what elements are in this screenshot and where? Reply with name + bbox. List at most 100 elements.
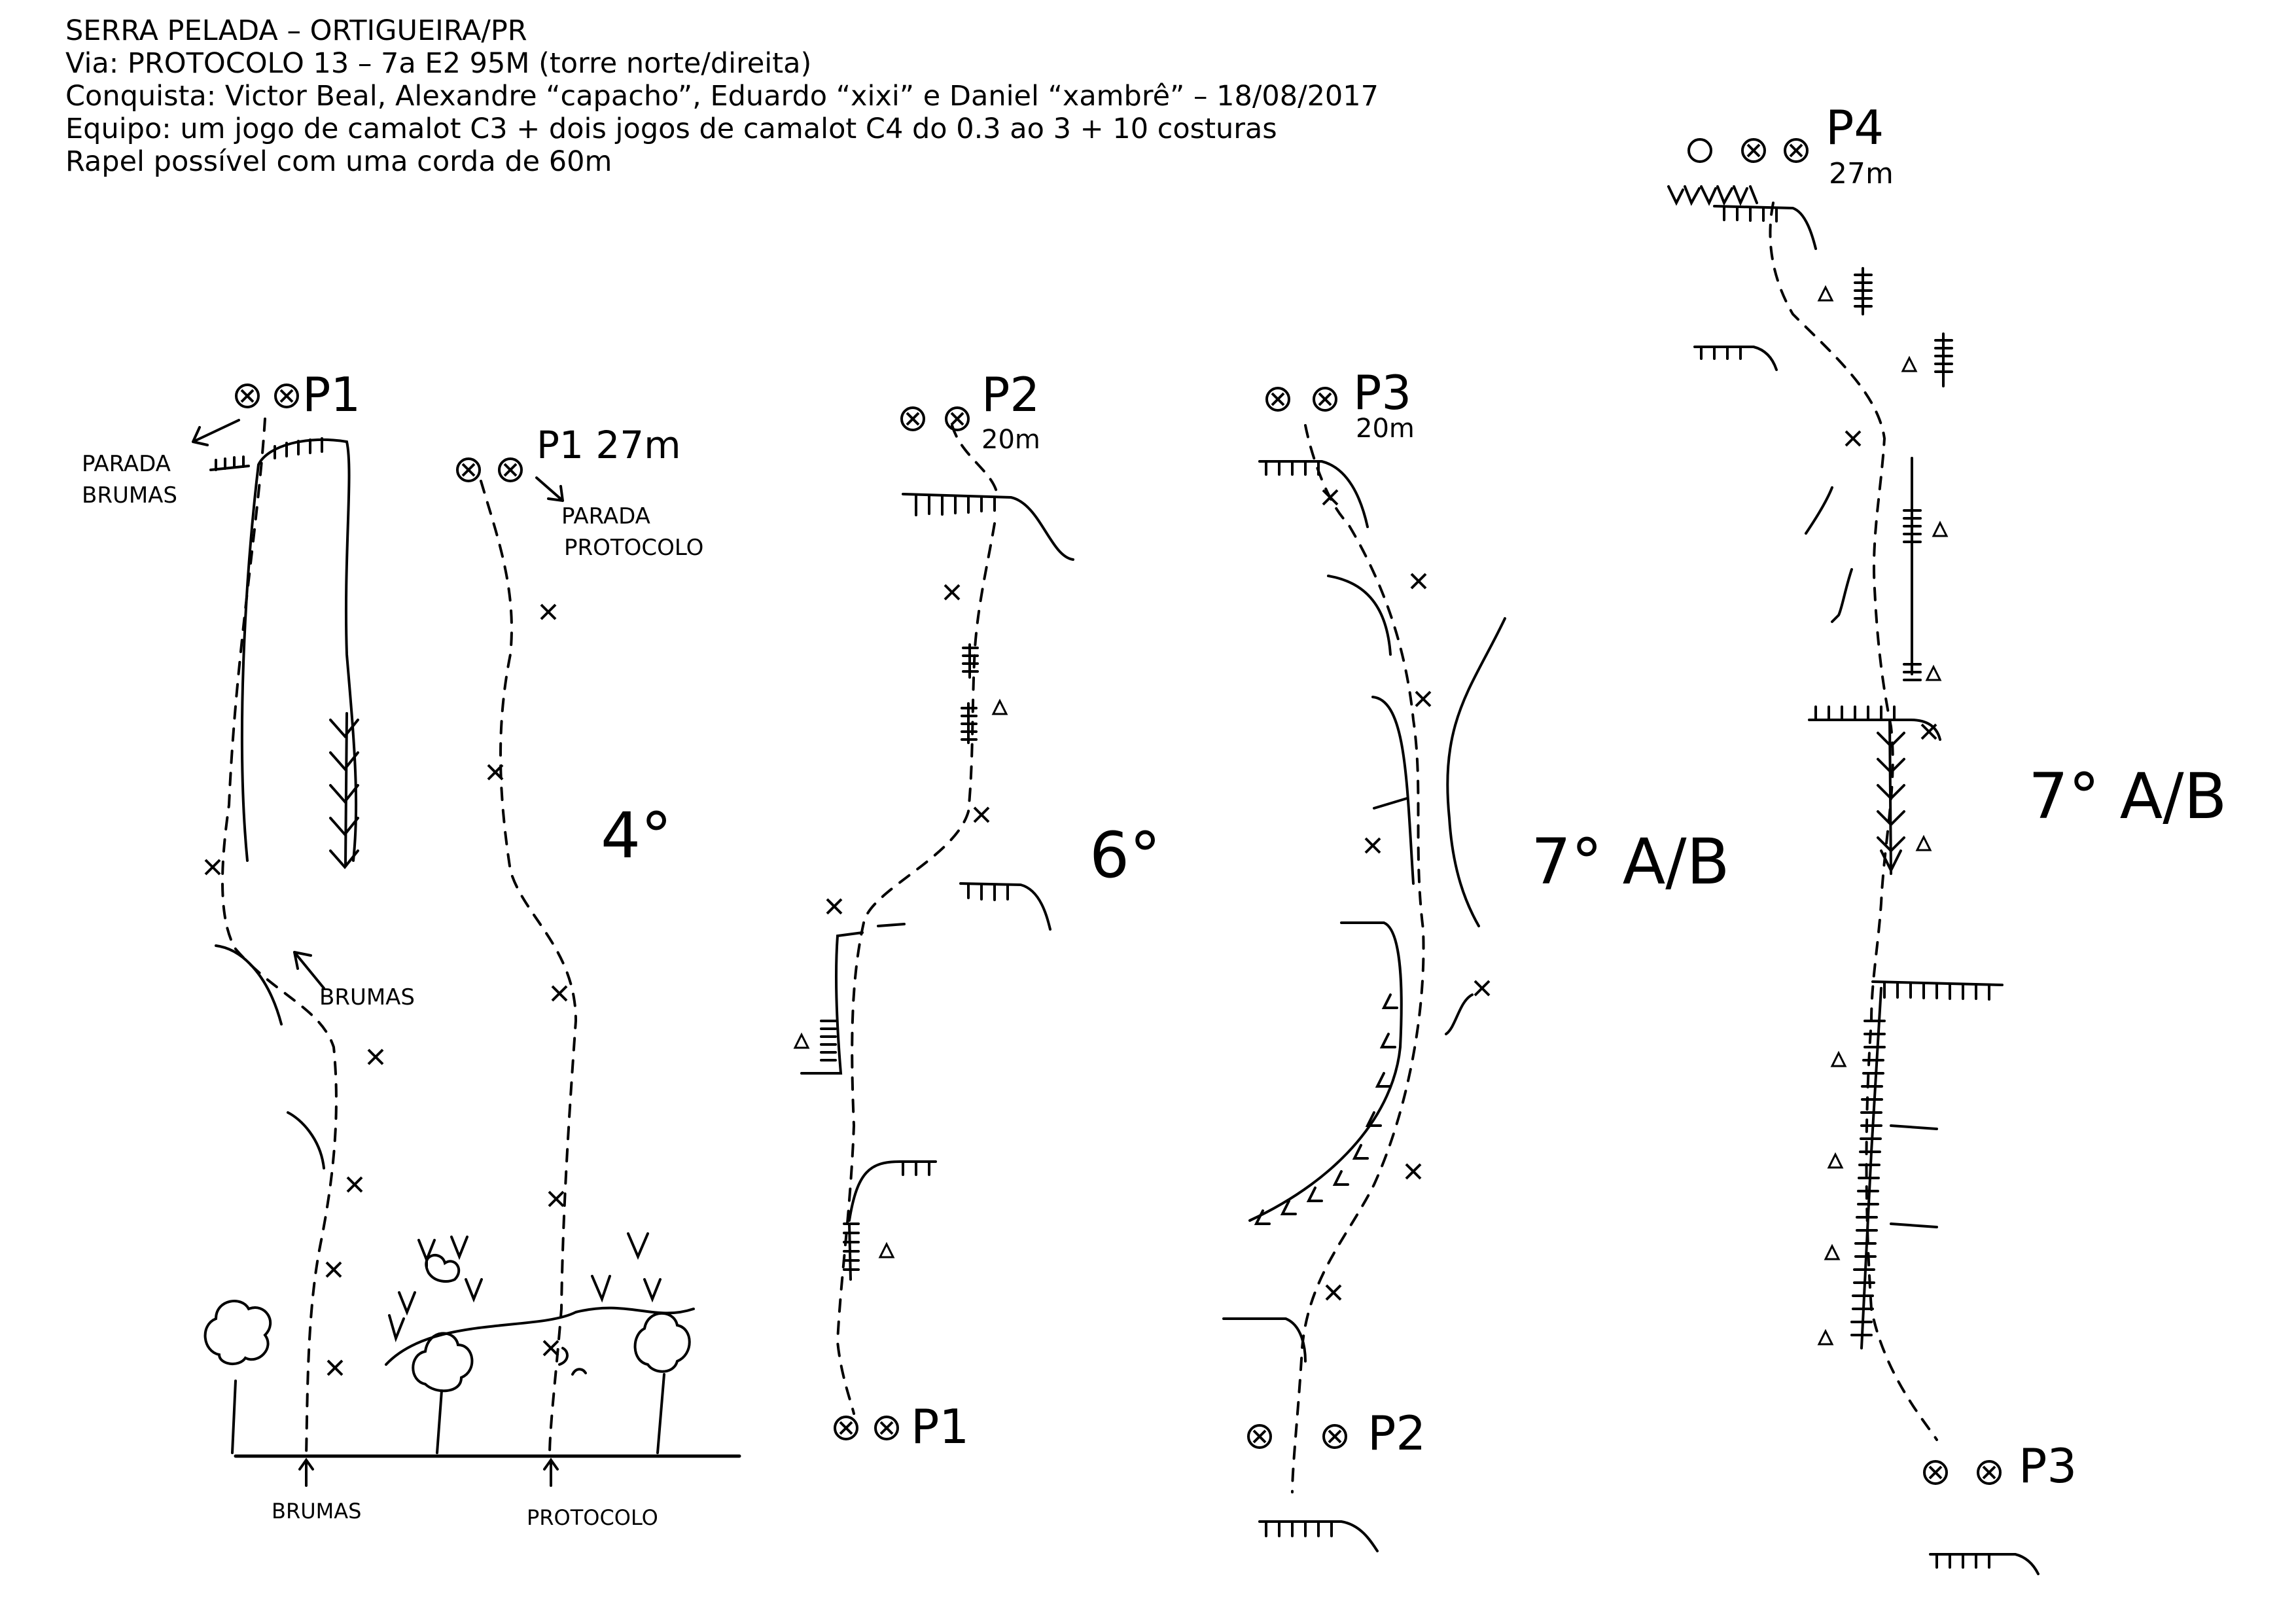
cam-placement-icon (1926, 666, 1941, 681)
tree-icon (412, 1332, 474, 1454)
route-first-ascent: Conquista: Victor Beal, Alexandre “capac… (65, 80, 1379, 113)
anchor-p3-label: P3 (2019, 1438, 2077, 1493)
bolt-icon (834, 1416, 858, 1440)
quickdraw-icon (1920, 723, 1937, 740)
quickdraw-icon (1322, 489, 1339, 506)
bolt-icon (945, 406, 970, 431)
cam-placement-icon (1818, 1330, 1833, 1346)
arrow-icon (543, 1457, 559, 1487)
route-brumas (221, 418, 338, 1457)
quickdraw-icon (1845, 430, 1862, 447)
quickdraw-icon (973, 806, 990, 823)
cam-placement-icon (794, 1033, 809, 1049)
bolt-icon (900, 406, 925, 431)
pitch-2-diagram (800, 424, 1074, 1415)
bolt-icon (1247, 1424, 1272, 1449)
hill-line (385, 1306, 695, 1366)
bolt-icon (1923, 1460, 1948, 1485)
roof-line (902, 493, 1074, 561)
bolt-icon (1977, 1460, 2002, 1485)
roof-line (1713, 205, 1817, 250)
anchor-p1-brumas-label: P1 (302, 367, 361, 422)
parada-brumas-label: PARADA (82, 451, 171, 477)
quickdraw-icon (542, 1340, 559, 1357)
pitch-1-grade: 4° (601, 799, 672, 872)
arrow-icon (192, 419, 240, 446)
quickdraw-icon (1410, 573, 1427, 590)
arrow-icon (293, 951, 325, 990)
quickdraw-icon (826, 898, 843, 915)
pitch-4-diagram (1667, 185, 2040, 1575)
quickdraw-icon (204, 859, 221, 876)
quickdraw-icon (325, 1261, 342, 1278)
bolt-icon (498, 457, 523, 482)
bolt-icon (274, 383, 299, 408)
anchor-p1-protocolo-label: P1 27m (537, 423, 681, 467)
cam-placement-icon (992, 700, 1008, 715)
cam-placement-icon (1901, 357, 1917, 372)
crack-line (1371, 617, 1506, 927)
route-protocolo (480, 480, 578, 1457)
pitch-1-diagram (192, 418, 741, 1487)
anchor-p2-label: P2 (1368, 1406, 1426, 1461)
crack-line (1860, 987, 1882, 1349)
parada-protocolo-label: PROTOCOLO (564, 535, 703, 561)
cam-placement-icon (1824, 1245, 1840, 1260)
anchor-p4-label: P4 (1826, 100, 1884, 155)
pitch-4-grade: 7° A/B (2028, 760, 2227, 833)
quickdraw-icon (1474, 980, 1491, 997)
pitch-2-grade: 6° (1089, 819, 1161, 892)
cam-placement-icon (879, 1243, 894, 1258)
parada-protocolo-label: PARADA (561, 503, 650, 529)
roof-line (1258, 1520, 1379, 1552)
tree-icon (633, 1311, 691, 1454)
bolt-icon (1784, 138, 1809, 163)
bolt-icon (1741, 138, 1766, 163)
flake-line (287, 1111, 325, 1169)
quickdraw-icon (1325, 1284, 1342, 1301)
quickdraw-icon (1364, 837, 1381, 854)
anchor-p2-label: P2 (981, 367, 1040, 422)
route-pitch-3 (1291, 424, 1425, 1493)
quickdraw-icon (327, 1359, 344, 1376)
roof-line (1693, 346, 1778, 371)
route-rappel-note: Rapel possível com uma corda de 60m (65, 145, 612, 178)
roof-line (1258, 460, 1369, 528)
bolt-icon (235, 383, 260, 408)
quickdraw-icon (346, 1176, 363, 1193)
quickdraw-icon (367, 1048, 384, 1065)
bolt-icon (1265, 387, 1290, 412)
anchor-p1-label: P1 (911, 1399, 969, 1454)
bolt-icon (456, 457, 481, 482)
corner-line (848, 1160, 937, 1222)
vegetation-line (344, 712, 348, 865)
pitch-4-length: 27m (1829, 157, 1894, 190)
bolt-icon (1313, 387, 1337, 412)
route-name: Via: PROTOCOLO 13 – 7a E2 95M (torre nor… (65, 47, 812, 80)
anchor-p3-label: P3 (1353, 365, 1411, 420)
pillar-outline (240, 438, 358, 862)
route-header: SERRA PELADA – ORTIGUEIRA/PR Via: PROTOC… (65, 14, 1379, 178)
pitch-3-length: 20m (1356, 414, 1415, 444)
quickdraw-icon (1415, 690, 1432, 707)
brumas-start-label: BRUMAS (272, 1499, 361, 1524)
arrow-icon (298, 1457, 314, 1487)
roof-line (959, 882, 1051, 931)
quickdraw-icon (1405, 1163, 1422, 1180)
flake-line (215, 944, 283, 1026)
grass-icon (388, 1232, 662, 1343)
flake-line (1327, 575, 1392, 656)
quickdraw-icon (944, 584, 961, 601)
corner-line (800, 931, 864, 1075)
cam-placement-icon (1831, 1052, 1846, 1067)
roof-line (1808, 719, 1941, 741)
route-pitch-4 (1769, 202, 1938, 1441)
roof-line (1929, 1553, 2040, 1575)
route-pitch-2 (836, 424, 999, 1415)
anchor-p4-extra-icon (1687, 138, 1712, 163)
brumas-route-label: BRUMAS (319, 984, 415, 1010)
protocolo-start-label: PROTOCOLO (527, 1505, 658, 1530)
route-area-title: SERRA PELADA – ORTIGUEIRA/PR (65, 14, 527, 47)
cam-placement-icon (1828, 1153, 1843, 1169)
